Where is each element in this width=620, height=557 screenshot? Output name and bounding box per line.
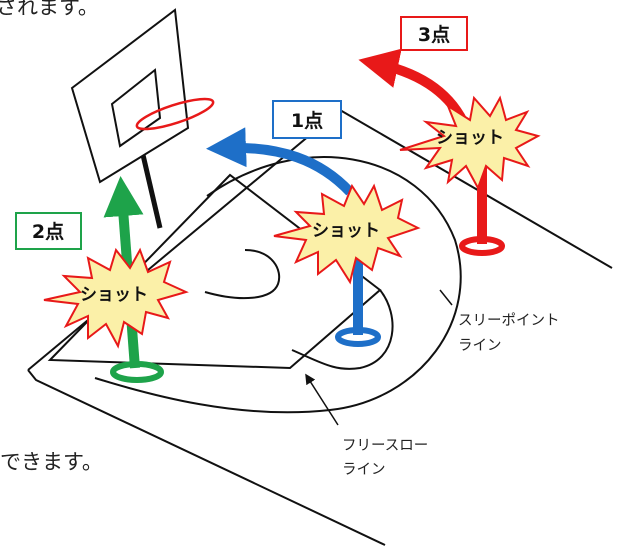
three-point-shot-burst — [399, 95, 541, 191]
three-point-badge-text: 3点 — [418, 24, 450, 46]
bottom-text-fragment: できます。 — [0, 450, 103, 474]
three-point-shot-label: ショット — [436, 128, 504, 148]
top-text-fragment: されます。 — [0, 0, 99, 19]
three-point-line-label-1: スリーポイント — [458, 312, 560, 329]
two-point-shot-burst — [43, 247, 189, 349]
two-point-shot-label: ショット — [80, 285, 148, 305]
one-point-shot-label: ショット — [312, 221, 380, 241]
court-sideline-near — [27, 369, 386, 546]
backboard — [70, 8, 190, 184]
backboard-square — [110, 68, 162, 148]
one-point-badge-text: 1点 — [291, 110, 323, 132]
one-point-shot: ショット 1点 — [206, 100, 421, 347]
court-sideline-far — [339, 109, 613, 269]
one-point-arrow — [206, 127, 354, 196]
three-point-line-label-2: ライン — [458, 338, 502, 354]
free-throw-line-label-2: ライン — [342, 462, 386, 478]
rim — [135, 97, 215, 131]
one-point-badge — [272, 100, 342, 139]
two-point-shot: ショット 2点 — [15, 176, 189, 383]
three-point-line-callout: スリーポイント ライン — [439, 289, 560, 354]
one-point-shot-burst — [273, 183, 421, 285]
free-throw-line-callout: フリースロー ライン — [305, 373, 428, 478]
free-throw-circle — [204, 249, 281, 300]
three-point-badge — [400, 16, 468, 51]
three-point-shot: ショット 3点 — [358, 16, 541, 256]
two-point-badge-text: 2点 — [32, 221, 64, 243]
basket — [70, 8, 215, 229]
three-point-arc — [94, 156, 462, 414]
two-point-badge — [15, 212, 82, 250]
lane-semicircle — [291, 289, 394, 370]
free-throw-line-label-1: フリースロー — [342, 438, 428, 454]
